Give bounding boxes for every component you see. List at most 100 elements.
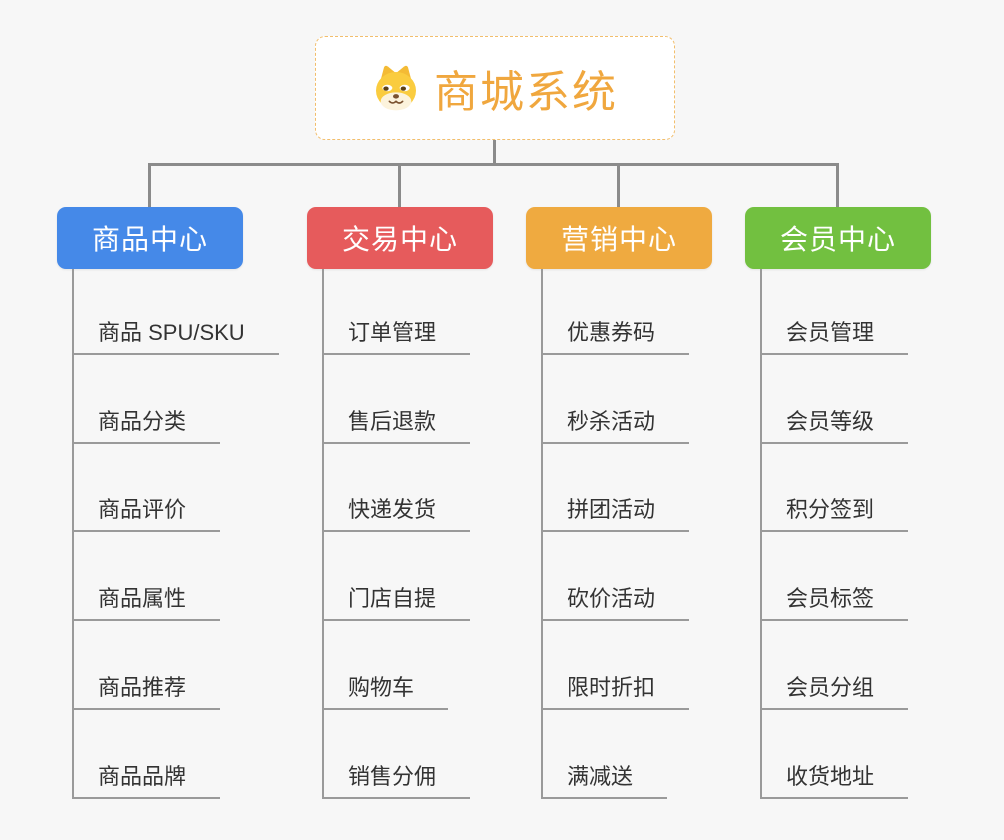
branch-node[interactable]: 营销中心 — [526, 207, 712, 269]
branch-label: 会员中心 — [779, 224, 896, 255]
leaf-node[interactable]: 商品 SPU/SKU — [72, 319, 279, 355]
leaf-slot: 拼团活动 — [541, 444, 690, 533]
connector-branch-stub — [617, 163, 620, 209]
root-title: 商城系统 — [434, 68, 618, 117]
leaf-slot: 商品属性 — [72, 532, 279, 622]
leaf-node[interactable]: 商品评价 — [72, 496, 221, 533]
leaf-node[interactable]: 商品属性 — [72, 585, 221, 622]
leaf-label: 商品评价 — [98, 497, 187, 523]
leaf-node[interactable]: 商品品牌 — [72, 763, 221, 799]
leaf-node[interactable]: 拼团活动 — [541, 496, 690, 533]
leaf-slot: 砍价活动 — [541, 532, 690, 622]
branch-label: 交易中心 — [341, 224, 458, 255]
connector-horizontal-line — [149, 163, 839, 166]
leaf-node[interactable]: 积分签到 — [760, 496, 909, 533]
branch-column: 营销中心 优惠券码 秒杀活动 拼团活动 砍价活动 限时折扣 满减送 — [526, 207, 766, 817]
branch-spine-line — [72, 269, 74, 799]
connector-branch-stub — [148, 163, 151, 209]
leaf-node[interactable]: 销售分佣 — [322, 763, 471, 799]
branch-leaves: 会员管理 会员等级 积分签到 会员标签 会员分组 收货地址 — [760, 266, 909, 799]
branch-label: 商品中心 — [91, 224, 208, 255]
leaf-slot: 会员分组 — [760, 621, 909, 710]
leaf-label: 满减送 — [567, 763, 634, 789]
leaf-label: 购物车 — [348, 674, 415, 700]
leaf-node[interactable]: 商品推荐 — [72, 674, 221, 710]
leaf-slot: 商品品牌 — [72, 710, 279, 799]
leaf-slot: 商品推荐 — [72, 621, 279, 710]
leaf-slot: 限时折扣 — [541, 621, 690, 710]
branch-node[interactable]: 会员中心 — [745, 207, 931, 269]
leaf-slot: 商品评价 — [72, 444, 279, 533]
leaf-label: 售后退款 — [348, 408, 437, 434]
branch-spine-line — [322, 269, 324, 799]
shiba-dog-icon — [372, 64, 420, 112]
branch-column: 交易中心 订单管理 售后退款 快递发货 门店自提 购物车 销售分佣 — [307, 207, 547, 817]
leaf-slot: 会员等级 — [760, 355, 909, 444]
connector-branch-stub — [398, 163, 401, 209]
leaf-node[interactable]: 门店自提 — [322, 585, 471, 622]
leaf-node[interactable]: 限时折扣 — [541, 674, 690, 710]
branch-column: 会员中心 会员管理 会员等级 积分签到 会员标签 会员分组 收货地址 — [745, 207, 985, 817]
leaf-slot: 售后退款 — [322, 355, 471, 444]
leaf-label: 订单管理 — [348, 319, 437, 345]
connector-root-stub — [493, 140, 496, 166]
leaf-node[interactable]: 会员等级 — [760, 408, 909, 444]
leaf-label: 会员分组 — [786, 674, 875, 700]
leaf-label: 砍价活动 — [567, 586, 656, 612]
branch-label: 营销中心 — [560, 224, 677, 255]
leaf-slot: 积分签到 — [760, 444, 909, 533]
branch-node[interactable]: 商品中心 — [57, 207, 243, 269]
leaf-node[interactable]: 会员分组 — [760, 674, 909, 710]
leaf-slot: 购物车 — [322, 621, 470, 710]
leaf-node[interactable]: 购物车 — [322, 674, 449, 710]
branch-node[interactable]: 交易中心 — [307, 207, 493, 269]
leaf-slot: 门店自提 — [322, 532, 471, 622]
leaf-label: 收货地址 — [786, 763, 875, 789]
connector-branch-stub — [836, 163, 839, 209]
branch-leaves: 商品 SPU/SKU 商品分类 商品评价 商品属性 商品推荐 商品品牌 — [72, 266, 279, 799]
leaf-slot: 收货地址 — [760, 710, 909, 799]
leaf-label: 商品属性 — [98, 586, 187, 612]
branch-spine-line — [760, 269, 762, 799]
leaf-node[interactable]: 商品分类 — [72, 408, 221, 444]
leaf-node[interactable]: 会员标签 — [760, 585, 909, 622]
branch-column: 商品中心 商品 SPU/SKU 商品分类 商品评价 商品属性 商品推荐 商品品牌 — [57, 207, 297, 817]
leaf-slot: 商品分类 — [72, 355, 279, 444]
leaf-slot: 满减送 — [541, 710, 689, 799]
leaf-node[interactable]: 订单管理 — [322, 319, 471, 355]
leaf-label: 优惠券码 — [567, 319, 656, 345]
leaf-label: 商品分类 — [98, 408, 187, 434]
leaf-label: 销售分佣 — [348, 763, 437, 789]
leaf-node[interactable]: 快递发货 — [322, 496, 471, 533]
leaf-slot: 优惠券码 — [541, 266, 690, 355]
leaf-label: 秒杀活动 — [567, 408, 656, 434]
leaf-label: 商品品牌 — [98, 763, 187, 789]
leaf-label: 会员等级 — [786, 408, 875, 434]
leaf-node[interactable]: 售后退款 — [322, 408, 471, 444]
branch-spine-line — [541, 269, 543, 799]
root-node[interactable]: 商城系统 — [315, 36, 675, 140]
leaf-label: 会员管理 — [786, 319, 875, 345]
leaf-node[interactable]: 秒杀活动 — [541, 408, 690, 444]
leaf-label: 会员标签 — [786, 586, 875, 612]
leaf-label: 商品 SPU/SKU — [98, 319, 245, 345]
leaf-label: 快递发货 — [348, 497, 437, 523]
leaf-label: 门店自提 — [348, 586, 437, 612]
leaf-node[interactable]: 满减送 — [541, 763, 668, 799]
leaf-label: 积分签到 — [786, 497, 875, 523]
leaf-slot: 快递发货 — [322, 444, 471, 533]
leaf-label: 限时折扣 — [567, 674, 656, 700]
leaf-node[interactable]: 砍价活动 — [541, 585, 690, 622]
branch-leaves: 优惠券码 秒杀活动 拼团活动 砍价活动 限时折扣 满减送 — [541, 266, 690, 799]
leaf-slot: 商品 SPU/SKU — [72, 266, 279, 355]
branch-leaves: 订单管理 售后退款 快递发货 门店自提 购物车 销售分佣 — [322, 266, 471, 799]
leaf-slot: 销售分佣 — [322, 710, 471, 799]
leaf-node[interactable]: 会员管理 — [760, 319, 909, 355]
leaf-label: 拼团活动 — [567, 497, 656, 523]
leaf-label: 商品推荐 — [98, 674, 187, 700]
leaf-slot: 会员标签 — [760, 532, 909, 622]
leaf-node[interactable]: 优惠券码 — [541, 319, 690, 355]
leaf-node[interactable]: 收货地址 — [760, 763, 909, 799]
leaf-slot: 会员管理 — [760, 266, 909, 355]
